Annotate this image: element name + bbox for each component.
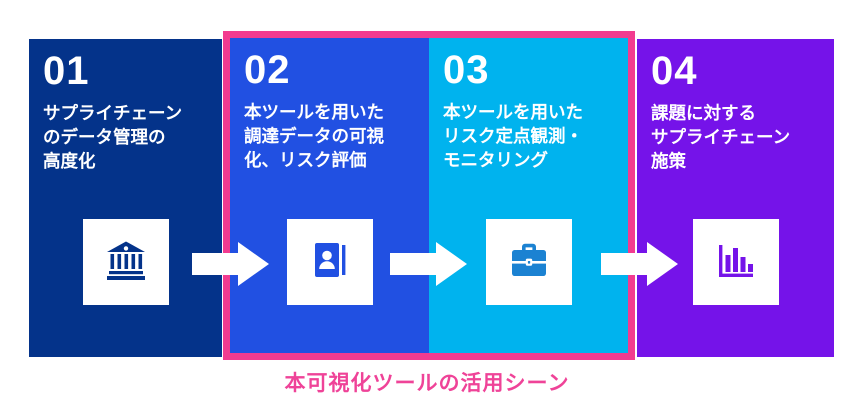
icon-tile xyxy=(485,219,572,305)
step-number: 04 xyxy=(651,49,698,93)
arrow-right-icon xyxy=(192,241,270,287)
step-description: 本ツールを用いた リスク定点観測・ モニタリング xyxy=(443,102,583,171)
step-description: サプライチェーン のデータ管理の 高度化 xyxy=(43,103,183,172)
highlight-frame: 02 本ツールを用いた 調達データの可視 化、リスク評価 03 本ツールを用いた… xyxy=(223,31,635,360)
bank-icon xyxy=(104,238,148,287)
step-panel-01: 01 サプライチェーン のデータ管理の 高度化 xyxy=(29,39,222,357)
step-panel-02: 02 本ツールを用いた 調達データの可視 化、リスク評価 xyxy=(230,38,429,353)
step-description: 本ツールを用いた 調達データの可視 化、リスク評価 xyxy=(244,102,384,171)
step-number: 02 xyxy=(244,48,291,92)
icon-tile xyxy=(692,219,779,305)
bar-chart-icon xyxy=(714,238,758,287)
step-number: 01 xyxy=(43,49,90,93)
briefcase-icon xyxy=(507,238,551,287)
contact-book-icon xyxy=(308,238,352,287)
arrow-right-icon xyxy=(601,241,679,287)
arrow-right-icon xyxy=(390,241,468,287)
step-number: 03 xyxy=(443,48,490,92)
step-description: 課題に対する サプライチェーン 施策 xyxy=(651,103,791,172)
icon-tile xyxy=(286,219,373,305)
step-panel-03: 03 本ツールを用いた リスク定点観測・ モニタリング xyxy=(429,38,628,353)
diagram-caption: 本可視化ツールの活用シーン xyxy=(284,372,570,395)
icon-tile xyxy=(82,219,169,305)
step-panel-04: 04 課題に対する サプライチェーン 施策 xyxy=(637,39,834,357)
